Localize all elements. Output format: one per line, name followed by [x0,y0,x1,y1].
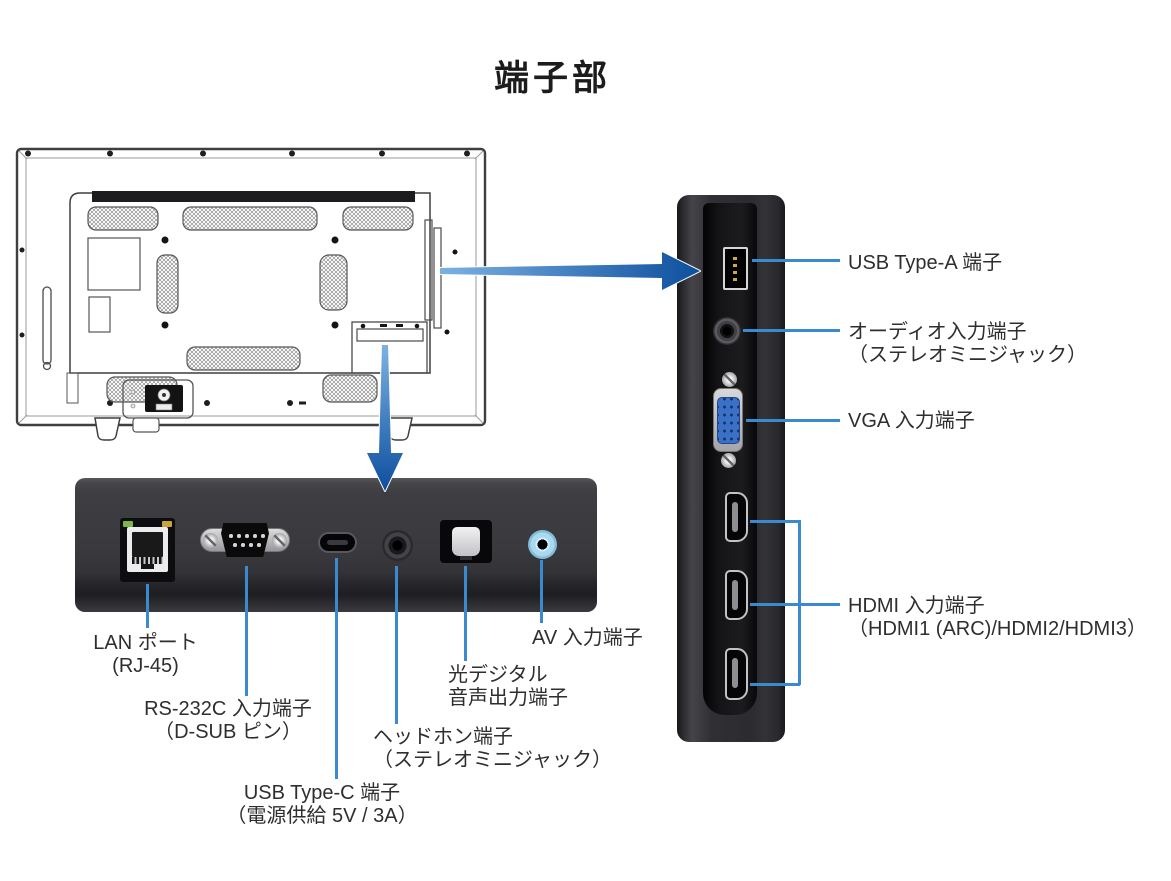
hdmi3-port [725,648,748,700]
leader-line-hdmi3 [750,683,800,686]
audio-input-jack [713,317,741,345]
vga-screw-top [722,372,737,387]
page-title: 端子部 [494,59,612,98]
leader-line-av [540,560,543,623]
leader-line-hdmi2 [750,603,840,606]
rs232c-port [200,523,290,557]
label-vga-input: VGA 入力端子 [848,410,975,432]
av-input-jack [528,530,557,559]
hdmi1-port [725,492,748,542]
optical-audio-port [440,520,492,563]
side-panel-photo [677,195,785,742]
vga-port [713,388,743,452]
headphone-jack [382,530,413,561]
leader-line-hdmi1 [750,520,800,523]
label-lan-port: LAN ポート (RJ-45) [93,632,198,677]
lan-port [120,518,175,582]
vga-screw-bottom [721,453,736,468]
label-hdmi-input: HDMI 入力端子 （HDMI1 (ARC)/HDMI2/HDMI3） [848,595,1147,640]
hdmi2-port [725,570,748,620]
arrow-to-bottom-panel [366,344,404,492]
label-optical-audio: 光デジタル 音声出力端子 [448,664,568,709]
usb-type-a-port [723,247,748,290]
leader-line-audio [743,329,840,332]
leader-line-lan [146,584,149,628]
leader-line-rs232c [245,566,248,696]
arrow-to-side-panel [439,251,701,291]
lan-led-amber-icon [162,521,172,527]
leader-line-vga [746,419,840,422]
lan-led-green-icon [123,521,133,527]
label-audio-input: オーディオ入力端子 （ステレオミニジャック） [848,321,1087,366]
leader-line-usb-a [752,259,840,262]
label-usb-type-a: USB Type-A 端子 [848,252,1003,274]
label-usb-type-c: USB Type-C 端子 （電源供給 5V / 3A） [226,782,418,827]
leader-line-headphone [395,566,398,724]
usb-type-c-port [318,532,357,553]
leader-line-usb-c [335,558,338,779]
leader-bracket-hdmi [798,520,801,685]
label-headphone: ヘッドホン端子 （ステレオミニジャック） [373,726,612,771]
label-av-input: AV 入力端子 [532,627,643,649]
leader-line-optical [464,566,467,661]
label-rs232c: RS-232C 入力端子 （D-SUB ピン） [144,698,312,743]
monitor-rear-drawing [15,147,487,441]
